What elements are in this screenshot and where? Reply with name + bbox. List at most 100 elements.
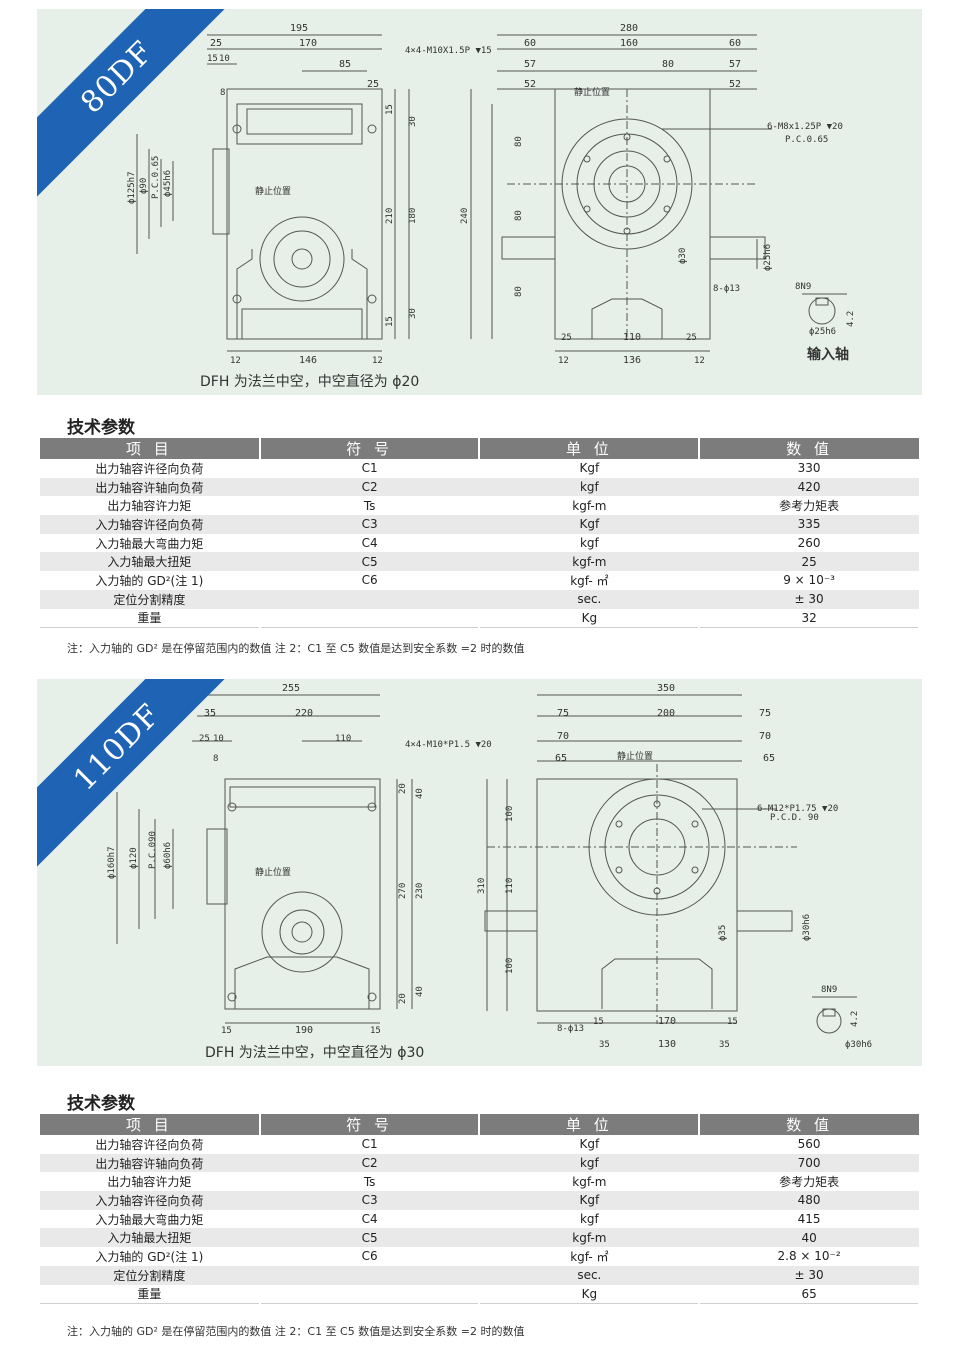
cell-unit: Kg [479, 1284, 700, 1304]
dim-200: 200 [657, 708, 675, 719]
dim-20-top: 20 [398, 783, 408, 794]
cell-symbol [259, 1284, 480, 1304]
cell-symbol [259, 1265, 480, 1285]
dim-pc: P.C.0.65 [151, 156, 161, 199]
cell-value: 参考力矩表 [699, 1172, 919, 1192]
dim-35d: 35 [719, 1040, 730, 1050]
dim-70a: 70 [557, 731, 569, 742]
cell-value: 65 [699, 1284, 919, 1304]
stop-position-label-front: 静止位置 [574, 86, 610, 98]
cell-item: 定位分割精度 [40, 589, 260, 609]
dim-pc65: P.C.0.65 [785, 135, 828, 145]
dim-35-shaft: ϕ35 [718, 925, 728, 941]
dim-240: 240 [460, 208, 470, 224]
drawing-caption: DFH 为法兰中空，中空直径为 ϕ30 [205, 1045, 425, 1061]
dim-35: 35 [204, 708, 216, 719]
dim-10: 10 [213, 734, 224, 744]
dim-60a: 60 [524, 38, 536, 49]
table-note-1: 注：入力轴的 GD² 是在停留范围内的数值 注 2：C1 至 C5 数值是达到安… [67, 642, 525, 655]
dim-80: 80 [662, 59, 674, 70]
dim-25c: 25 [561, 333, 572, 343]
dim-210: 210 [385, 208, 395, 224]
cell-symbol: C4 [259, 1209, 480, 1229]
dim-12c: 12 [558, 356, 569, 366]
dim-30-bottom: 30 [408, 308, 418, 319]
cell-unit: kgf [479, 533, 700, 553]
dim-65a: 65 [555, 753, 567, 764]
cell-unit: Kg [479, 608, 700, 628]
dim-100-v1: 100 [505, 806, 515, 822]
header-item: 项 目 [40, 438, 261, 459]
dim-15d: 15 [727, 1017, 738, 1027]
dim-8n9: 8N9 [821, 985, 837, 995]
dim-40-top: 40 [415, 788, 425, 799]
cell-item: 出力轴容许径向负荷 [40, 1135, 260, 1154]
drawing-caption: DFH 为法兰中空，中空直径为 ϕ20 [200, 374, 420, 390]
cell-value: 330 [699, 459, 919, 478]
dim-160: 160 [620, 38, 638, 49]
dim-45h6: ϕ45h6 [163, 170, 173, 197]
cell-symbol: C1 [259, 459, 480, 478]
cell-value: 560 [699, 1135, 919, 1154]
dim-190: 190 [295, 1025, 313, 1036]
cell-value: ± 30 [699, 589, 919, 609]
dim-110: 110 [335, 734, 351, 744]
cell-symbol: Ts [259, 496, 480, 516]
dim-mount-holes: 8-ϕ13 [557, 1024, 584, 1034]
cell-value: 480 [699, 1191, 919, 1210]
cell-item: 入力轴最大弯曲力矩 [40, 533, 260, 553]
dim-m12-holes: 6-M12*P1.75 ▼20 [757, 804, 838, 814]
cell-value: 32 [699, 608, 919, 628]
dim-110-v: 110 [505, 878, 515, 894]
cell-value: 参考力矩表 [699, 496, 919, 516]
dim-75a: 75 [557, 708, 569, 719]
cell-symbol: C2 [259, 477, 480, 497]
dim-8: 8 [220, 88, 225, 98]
table-header-row: 项 目 符 号 单 位 数 值 [40, 1114, 919, 1135]
cell-symbol: C5 [259, 552, 480, 572]
cell-item: 出力轴容许力矩 [40, 496, 260, 516]
dim-mount-holes: 8-ϕ13 [713, 284, 740, 294]
header-value: 数 值 [699, 438, 919, 459]
dim-170: 170 [658, 1016, 676, 1027]
cell-item: 入力轴最大弯曲力矩 [40, 1209, 260, 1229]
dim-80-v3: 80 [514, 286, 524, 297]
dim-350: 350 [657, 683, 675, 694]
dim-12a: 12 [230, 356, 241, 366]
cell-item: 入力轴容许径向负荷 [40, 1191, 260, 1210]
dim-255: 255 [282, 683, 300, 694]
cell-value: 260 [699, 533, 919, 553]
dim-35c: 35 [599, 1040, 610, 1050]
cell-item: 重量 [40, 1284, 260, 1304]
cell-unit: Kgf [479, 1135, 700, 1154]
stop-position-label: 静止位置 [255, 866, 291, 878]
cell-unit: kgf-m [479, 1172, 700, 1192]
dim-15-right: 15 [385, 104, 395, 115]
cell-value: 9 × 10⁻³ [699, 571, 919, 590]
dim-57b: 57 [729, 59, 741, 70]
dim-136: 136 [623, 355, 641, 366]
dim-110: 110 [623, 332, 641, 343]
drawing-panel-80df: 195 25 170 15 10 85 25 8 4×4-M10X1.5P ▼1… [37, 9, 922, 395]
dim-195: 195 [290, 23, 308, 34]
drawing-panel-110df: 255 35 220 25 10 110 8 4×4-M10*P1.5 ▼20 … [37, 679, 922, 1066]
cell-unit: kgf [479, 1209, 700, 1229]
cell-item: 重量 [40, 608, 260, 628]
cell-symbol: Ts [259, 1172, 480, 1192]
cell-item: 入力轴的 GD²(注 1) [40, 571, 260, 590]
cell-symbol: C3 [259, 515, 480, 534]
section-title-params-2: 技术参数 [67, 1094, 135, 1114]
dim-80-v2: 80 [514, 210, 524, 221]
dim-60h6: ϕ60h6 [163, 842, 173, 869]
dim-4-2: 4.2 [850, 1011, 860, 1027]
header-symbol: 符 号 [259, 1114, 481, 1135]
cell-item: 出力轴容许力矩 [40, 1172, 260, 1192]
